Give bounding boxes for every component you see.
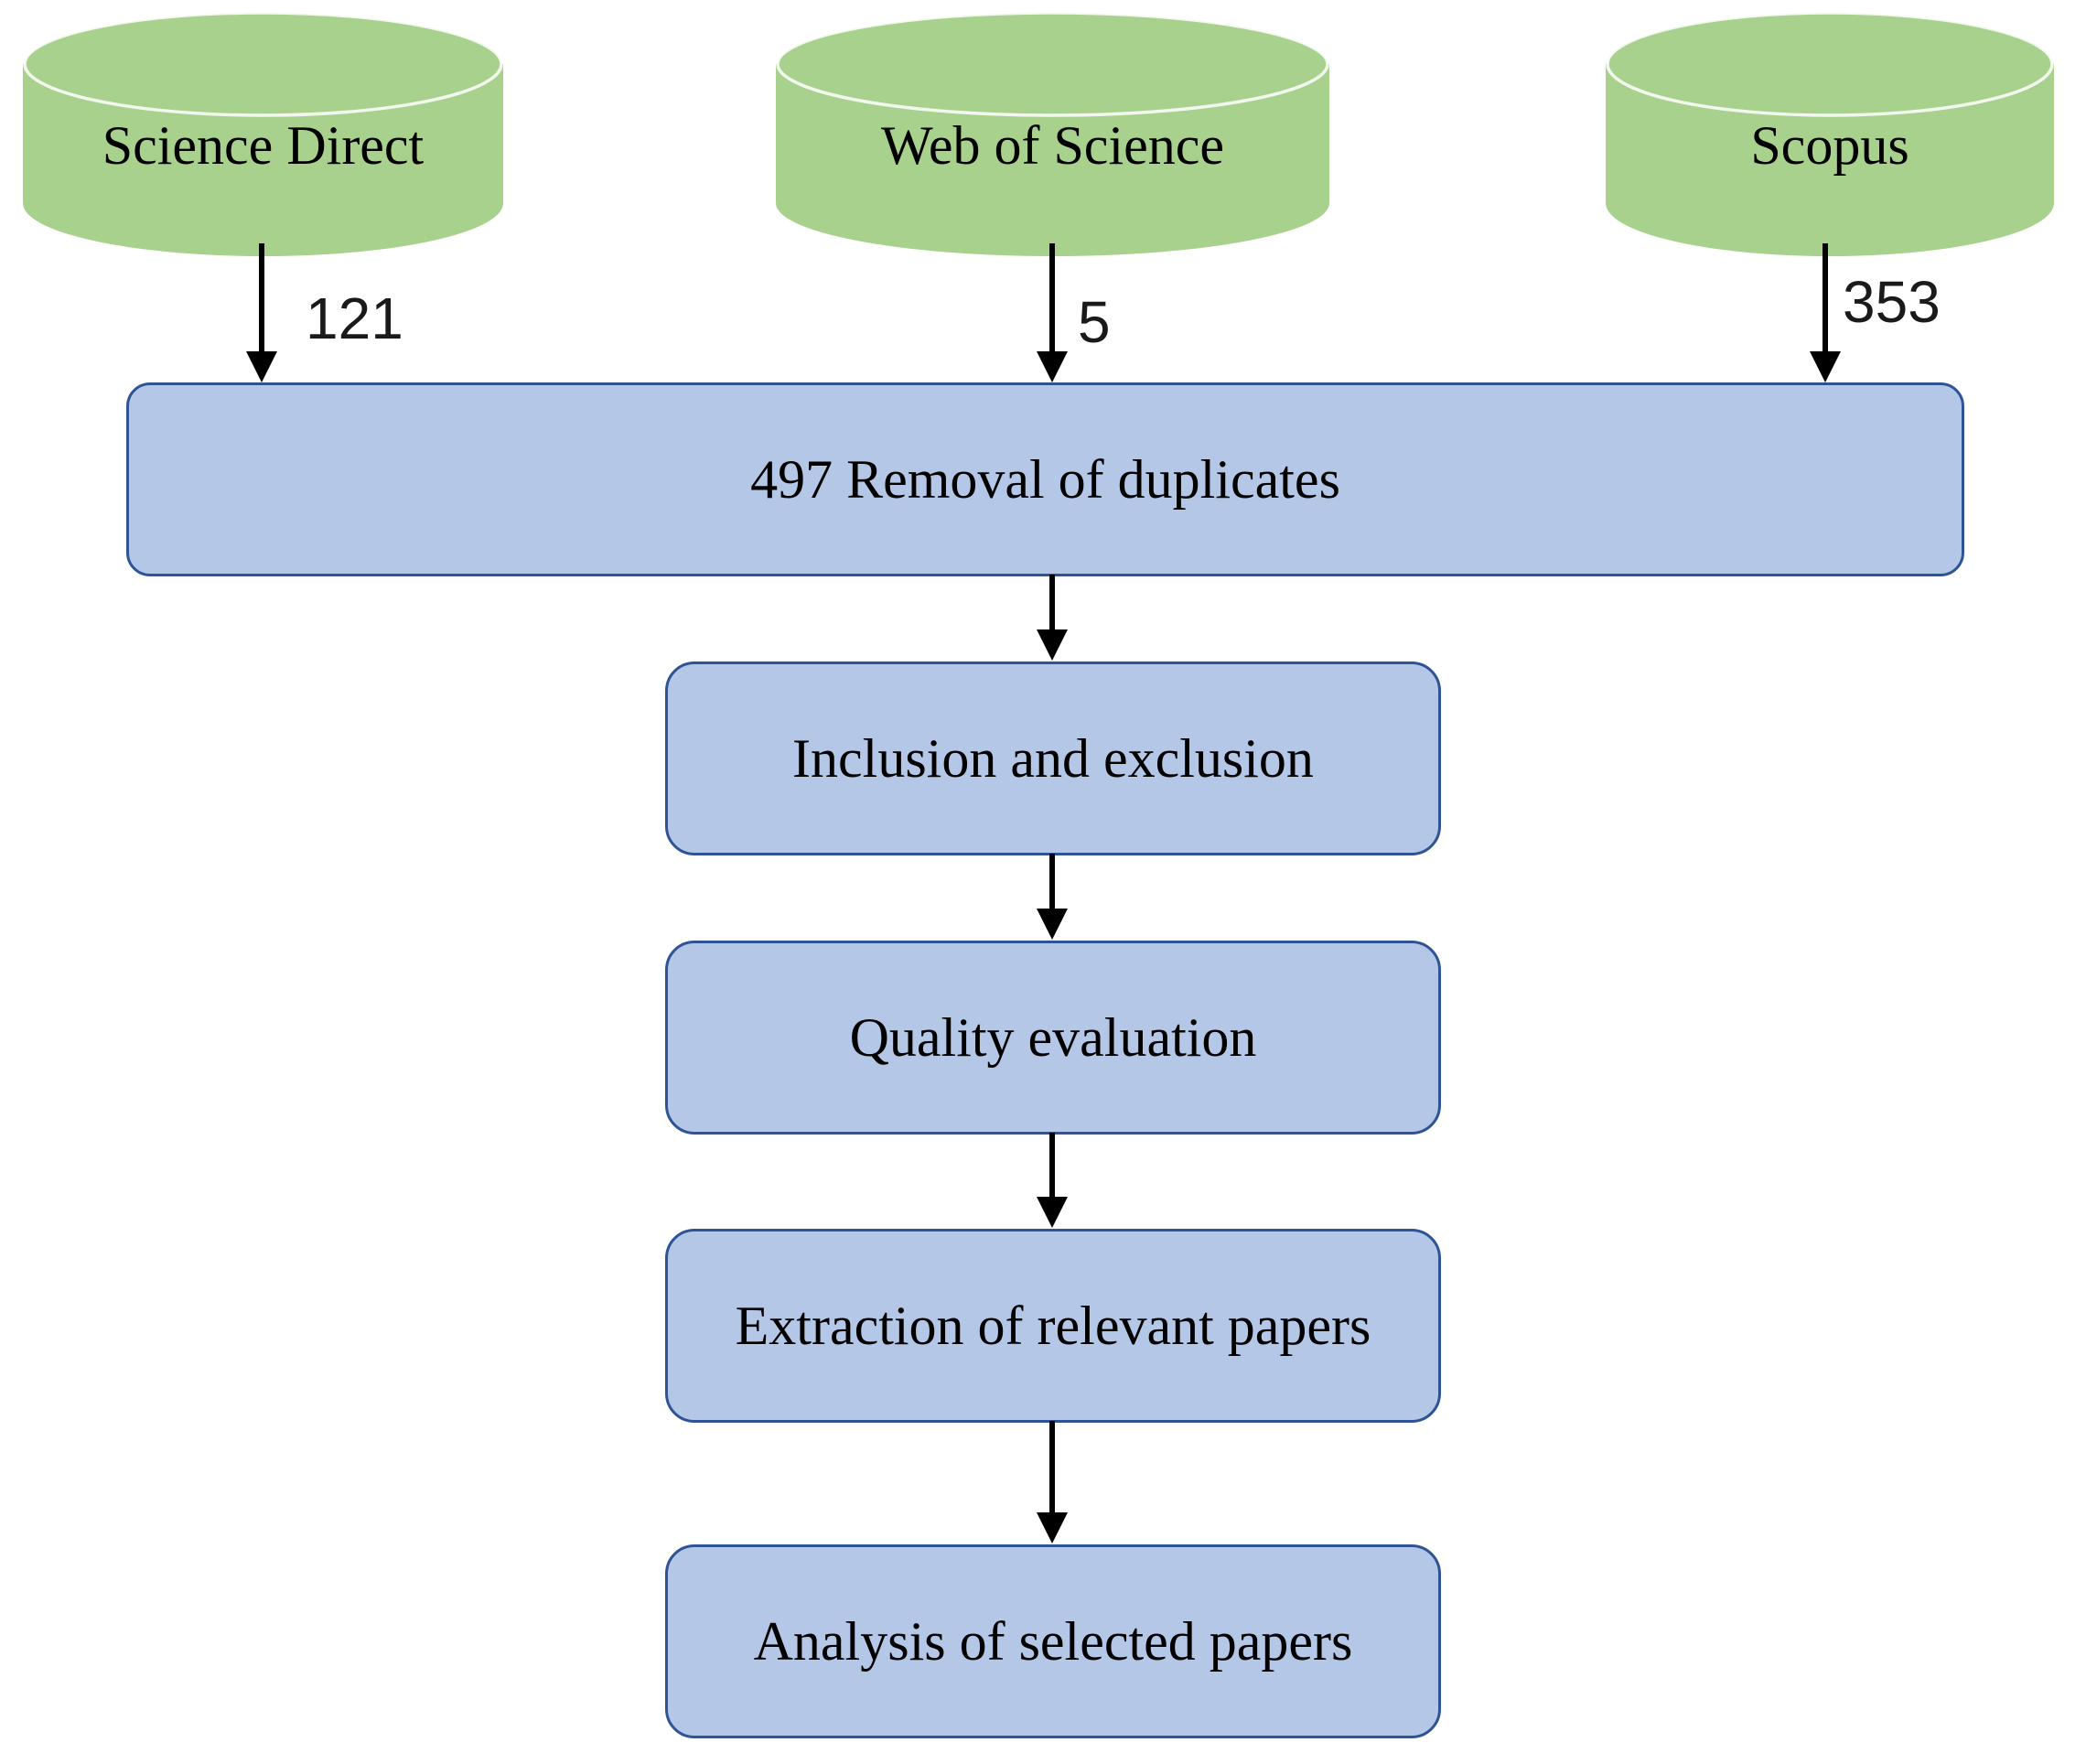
arrow-science-direct-to-dedup — [246, 243, 277, 382]
step-label: 497 Removal of duplicates — [750, 448, 1340, 510]
database-label: Scopus — [1750, 114, 1909, 176]
step-box-removal-of-duplicates: 497 Removal of duplicates — [126, 382, 1964, 576]
step-box-quality-evaluation: Quality evaluation — [665, 941, 1441, 1135]
database-label: Web of Science — [881, 114, 1224, 176]
database-cylinder-web-of-science: Web of Science — [776, 11, 1329, 256]
source-count-web-of-science: 5 — [1078, 289, 1111, 355]
step-label: Quality evaluation — [849, 1006, 1257, 1068]
database-cylinder-scopus: Scopus — [1606, 11, 2054, 256]
database-cylinder-science-direct: Science Direct — [23, 11, 503, 256]
arrow-dedup-to-inclusion — [1037, 575, 1068, 661]
step-box-extraction-of-relevant-papers: Extraction of relevant papers — [665, 1229, 1441, 1423]
step-box-inclusion-and-exclusion: Inclusion and exclusion — [665, 662, 1441, 855]
step-label: Analysis of selected papers — [753, 1610, 1353, 1672]
arrow-quality-to-extraction — [1037, 1133, 1068, 1228]
step-box-analysis-of-selected-papers: Analysis of selected papers — [665, 1544, 1441, 1738]
arrow-extraction-to-analysis — [1037, 1421, 1068, 1544]
source-count-science-direct: 121 — [306, 285, 403, 351]
database-label: Science Direct — [102, 114, 425, 176]
arrow-web-of-science-to-dedup — [1037, 243, 1068, 382]
arrow-inclusion-to-quality — [1037, 854, 1068, 940]
cylinder-shape — [23, 11, 503, 256]
source-count-scopus: 353 — [1843, 269, 1941, 335]
cylinder-shape — [776, 11, 1329, 256]
step-label: Extraction of relevant papers — [735, 1295, 1371, 1356]
step-label: Inclusion and exclusion — [792, 727, 1314, 789]
cylinder-shape — [1606, 11, 2054, 256]
arrow-scopus-to-dedup — [1810, 243, 1841, 382]
